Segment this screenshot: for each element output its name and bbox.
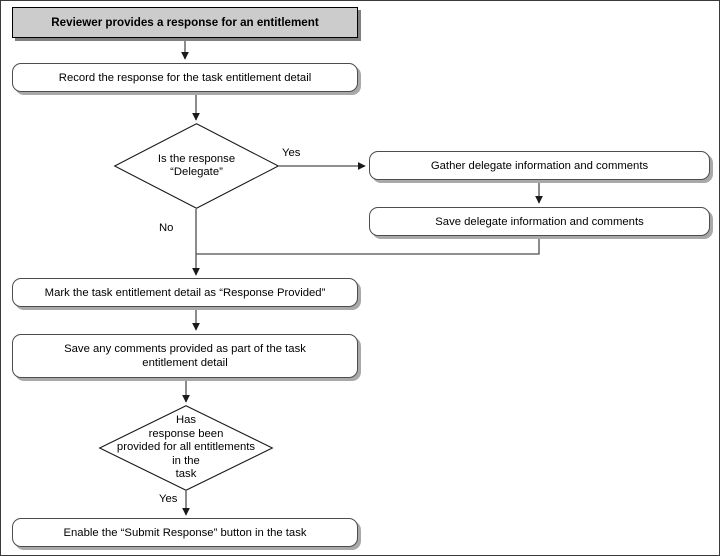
edge-label-yes-entitlements: Yes (159, 493, 178, 505)
diamond-shape-all-entitlements (98, 405, 274, 491)
node-is-delegate-label: Is the response “Delegate” (157, 152, 236, 179)
node-mark-response-provided-label: Mark the task entitlement detail as “Res… (44, 286, 326, 299)
node-record-response: Record the response for the task entitle… (12, 63, 358, 92)
diamond-shape-is-delegate (113, 123, 280, 209)
edge-save-to-merge (196, 237, 540, 255)
node-start: Reviewer provides a response for an enti… (12, 7, 358, 38)
node-gather-delegate: Gather delegate information and comments (369, 151, 710, 180)
node-save-comments: Save any comments provided as part of th… (12, 334, 358, 378)
edge-label-yes-delegate: Yes (282, 147, 301, 159)
node-enable-submit-label: Enable the “Submit Response” button in t… (63, 526, 307, 539)
node-is-delegate: Is the response “Delegate” (113, 123, 280, 209)
node-start-label: Reviewer provides a response for an enti… (51, 15, 319, 29)
node-mark-response-provided: Mark the task entitlement detail as “Res… (12, 278, 358, 307)
node-record-response-label: Record the response for the task entitle… (58, 71, 312, 84)
node-all-entitlements-label: Has response been provided for all entit… (116, 414, 256, 481)
node-enable-submit: Enable the “Submit Response” button in t… (12, 518, 358, 547)
node-all-entitlements: Has response been provided for all entit… (98, 405, 274, 491)
node-save-delegate-label: Save delegate information and comments (435, 215, 644, 228)
edge-label-no-delegate: No (159, 222, 174, 234)
node-gather-delegate-label: Gather delegate information and comments (430, 159, 649, 172)
node-save-delegate: Save delegate information and comments (369, 207, 710, 236)
node-save-comments-label: Save any comments provided as part of th… (64, 343, 306, 369)
